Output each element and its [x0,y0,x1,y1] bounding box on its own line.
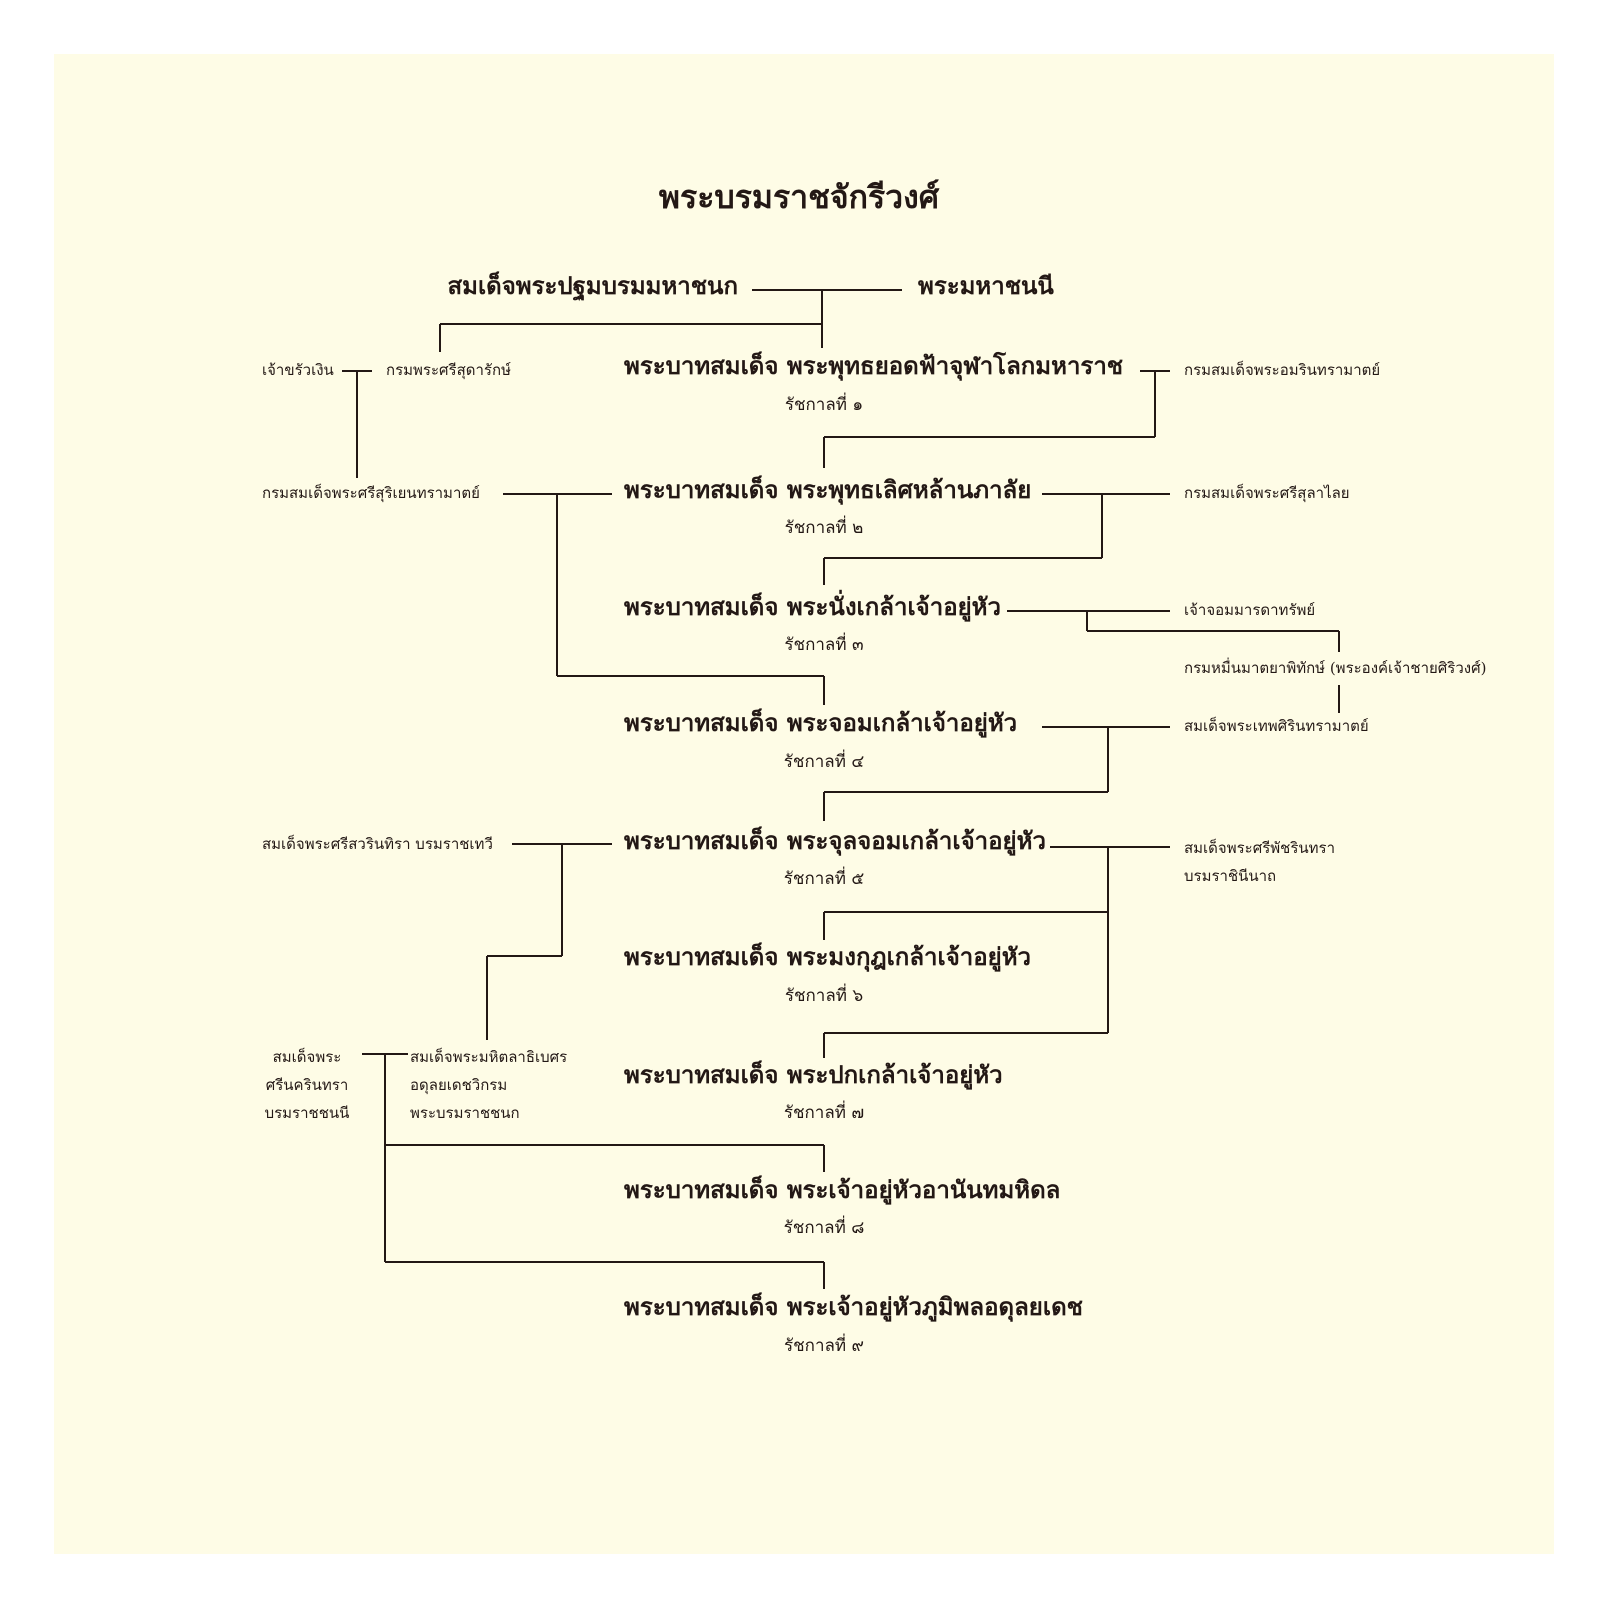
person-chao-chom-mandat: เจ้าจอมมารดาทรัพย์ [1184,601,1316,619]
person-princess-mother: สมเด็จพระ ศรีนครินทรา บรมราชชนนี [264,1048,350,1122]
person-sri-sudarak: กรมพระศรีสุดารักษ์ [386,361,511,379]
king-4-reign: รัชกาลที่ ๔ [783,752,865,772]
king-5-name: พระบาทสมเด็จ พระจุลจอมเกล้าเจ้าอยู่หัว [624,826,1046,855]
king-7-name: พระบาทสมเด็จ พระปกเกล้าเจ้าอยู่หัว [624,1060,1003,1089]
king-2-reign: รัชกาลที่ ๒ [784,518,864,538]
page-title: พระบรมราชจักรีวงศ์ [658,178,940,216]
person-sri-suralai: กรมสมเด็จพระศรีสุลาไลย [1184,484,1350,502]
person-mahidol: สมเด็จพระมหิตลาธิเบศร อดุลยเดชวิกรม พระบ… [410,1048,568,1122]
king-9-name: พระบาทสมเด็จ พระเจ้าอยู่หัวภูมิพลอดุลยเด… [624,1292,1083,1321]
king-6-name: พระบาทสมเด็จ พระมงกุฎเกล้าเจ้าอยู่หัว [624,942,1032,971]
person-sawang-wattana: สมเด็จพระศรีสวรินทิรา บรมราชเทวี [262,835,493,853]
king-3-reign: รัชกาลที่ ๓ [784,635,864,655]
king-1-reign: รัชกาลที่ ๑ [784,395,864,415]
person-chao-khrua-ngoen: เจ้าขรัวเงิน [262,361,334,379]
person-sri-suriyen: กรมสมเด็จพระศรีสุริเยนทรามาตย์ [262,484,480,502]
founder-mother: พระมหาชนนี [918,271,1054,300]
person-phatcharin: สมเด็จพระศรีพัชรินทรา บรมราชินีนาถ [1184,839,1336,885]
king-7-reign: รัชกาลที่ ๗ [783,1103,865,1123]
chart-background [54,54,1554,1554]
founder-father: สมเด็จพระปฐมบรมมหาชนก [447,271,738,300]
king-6-reign: รัชกาลที่ ๖ [784,986,864,1006]
king-5-reign: รัชกาลที่ ๕ [783,869,865,889]
king-3-name: พระบาทสมเด็จ พระนั่งเกล้าเจ้าอยู่หัว [624,592,1001,621]
person-amarindra: กรมสมเด็จพระอมรินทรามาตย์ [1184,361,1381,379]
king-9-reign: รัชกาลที่ ๙ [784,1336,864,1356]
person-thepsirin: สมเด็จพระเทพศิรินทรามาตย์ [1184,717,1369,735]
king-1-name: พระบาทสมเด็จ พระพุทธยอดฟ้าจุฬาโลกมหาราช [624,351,1124,380]
king-8-reign: รัชกาลที่ ๘ [783,1218,865,1238]
king-8-name: พระบาทสมเด็จ พระเจ้าอยู่หัวอานันทมหิดล [624,1175,1061,1204]
king-4-name: พระบาทสมเด็จ พระจอมเกล้าเจ้าอยู่หัว [624,708,1018,737]
king-2-name: พระบาทสมเด็จ พระพุทธเลิศหล้านภาลัย [624,475,1032,504]
person-krom-muen: กรมหมื่นมาตยาพิทักษ์ (พระองค์เจ้าชายศิริ… [1184,659,1487,677]
